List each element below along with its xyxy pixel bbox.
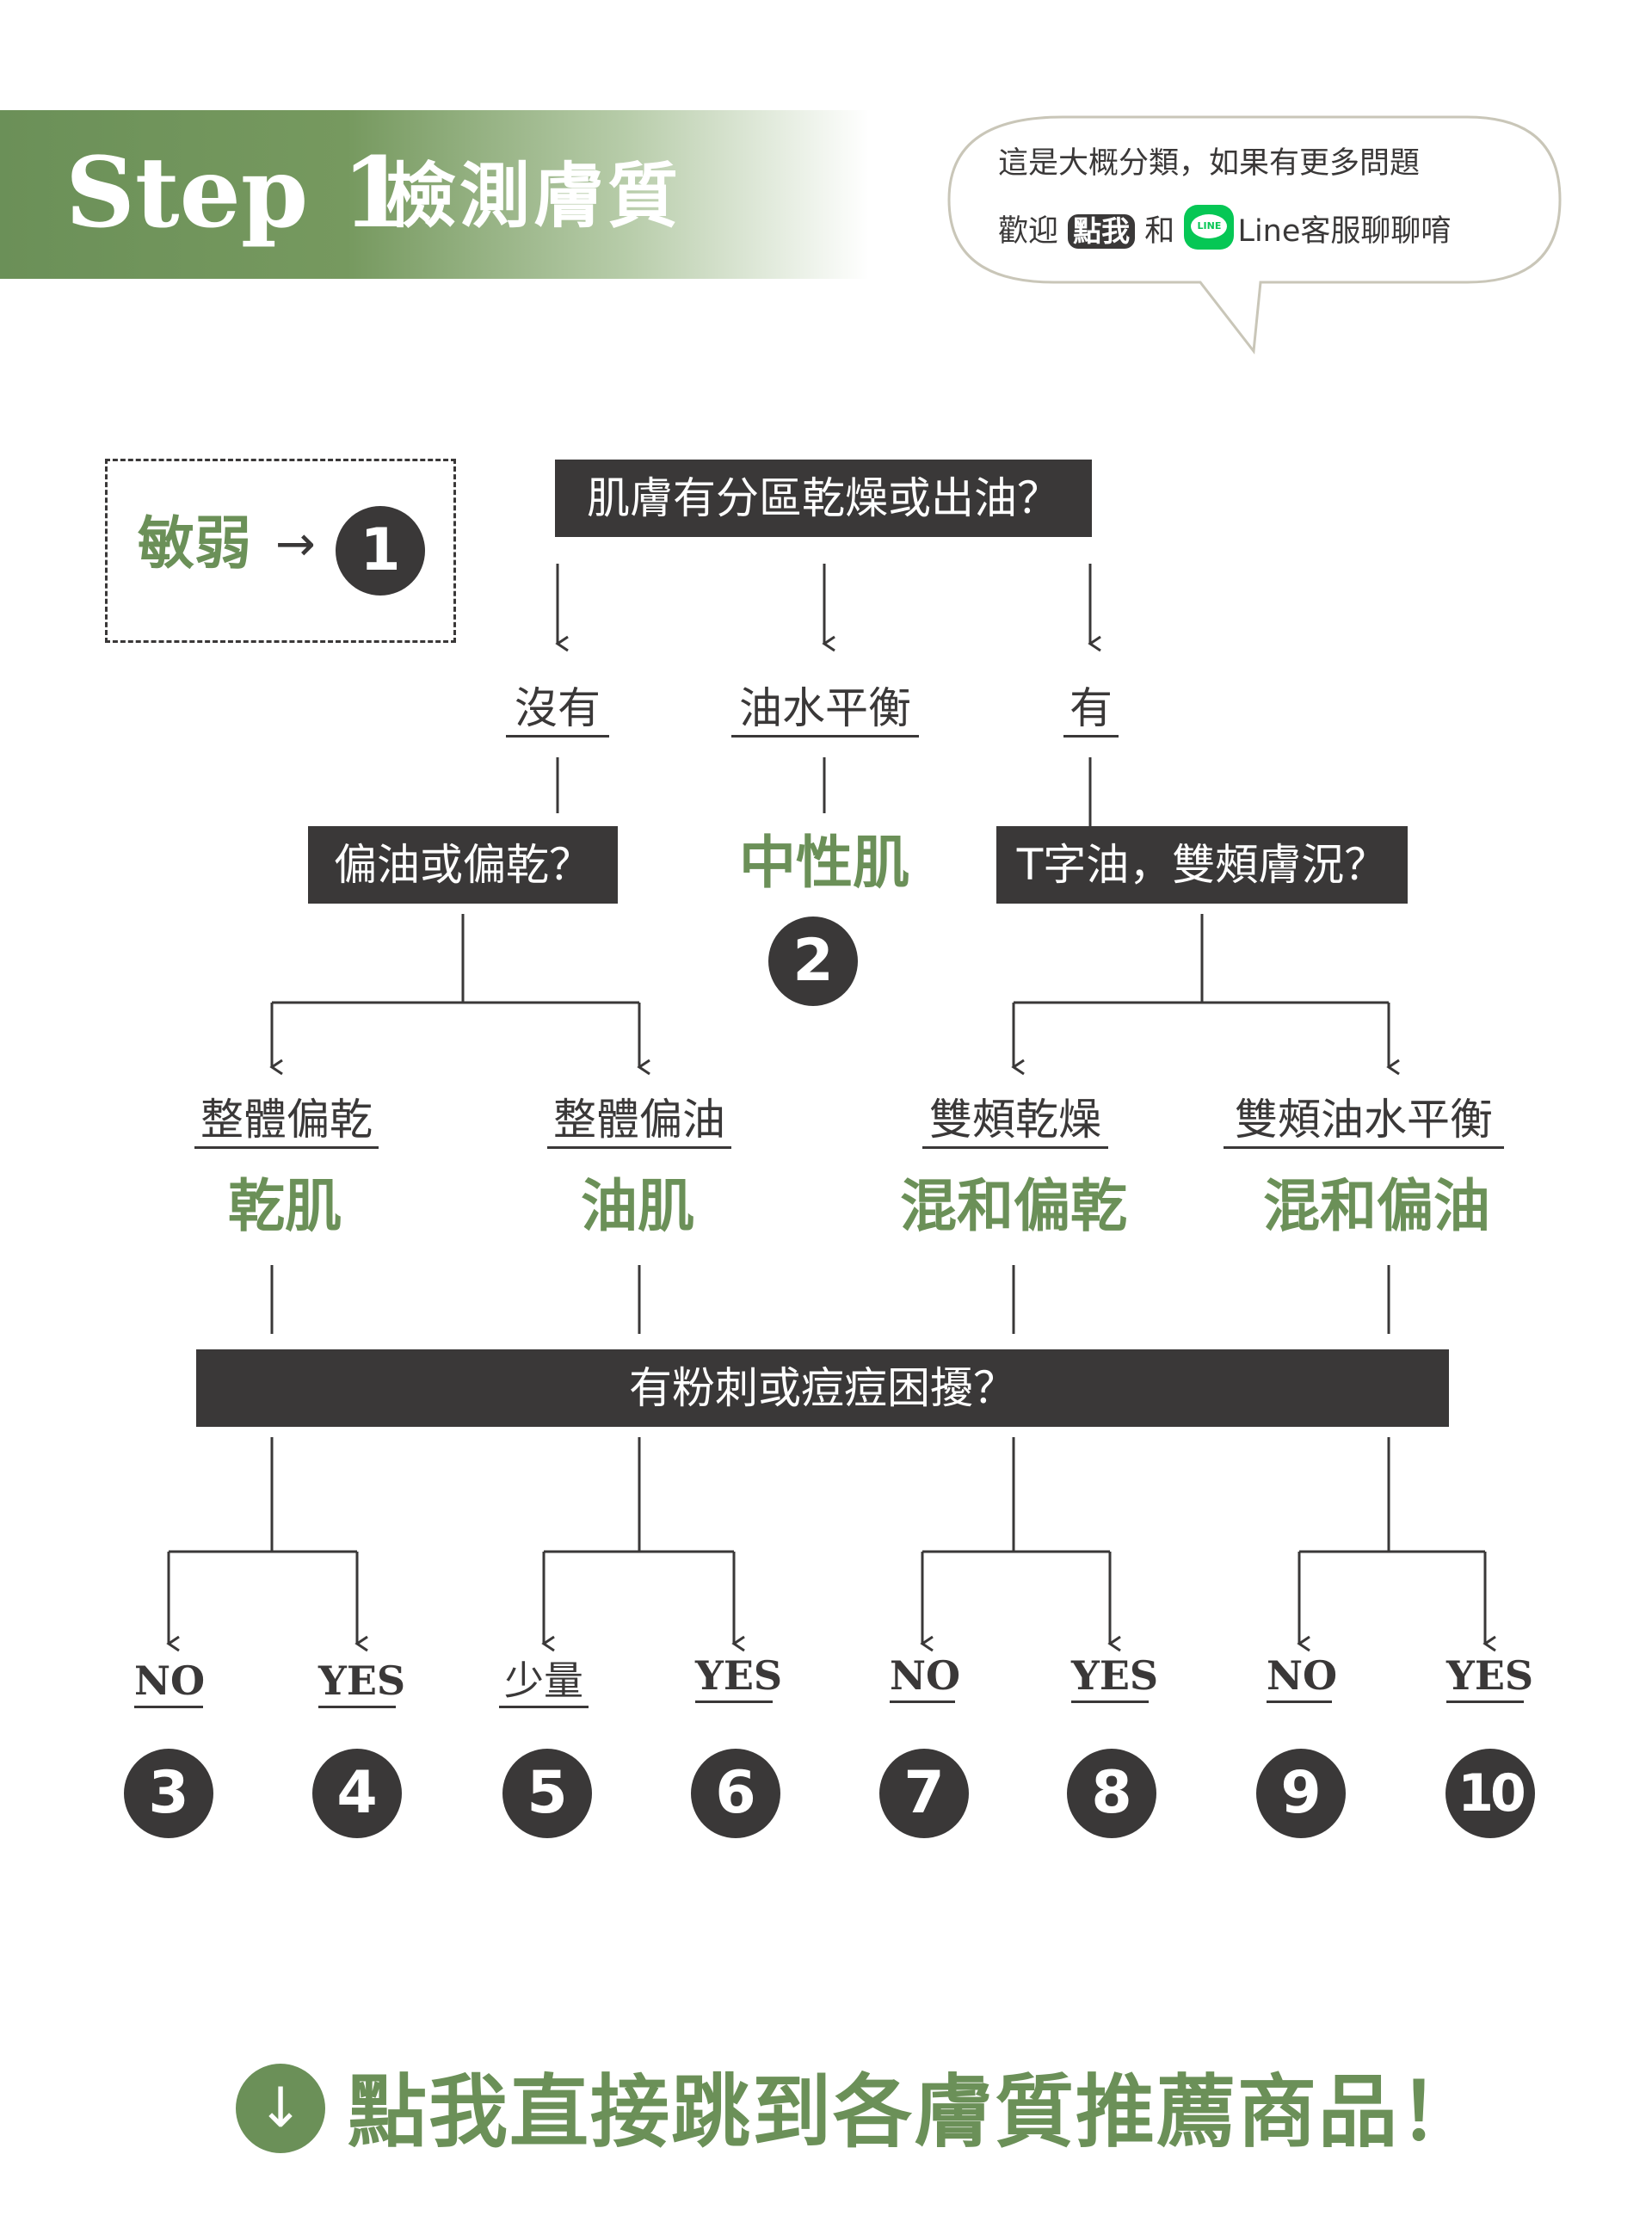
- outcome-answer-4: YES: [318, 1656, 405, 1708]
- skin-type-combo-dry: 混和偏乾: [900, 1173, 1127, 1239]
- condition-cheeks-balanced: 雙頰油水平衡: [1224, 1093, 1504, 1149]
- outcome-answer-10: YES: [1446, 1651, 1533, 1703]
- sensitive-label: 敏弱: [138, 510, 251, 577]
- skin-type-combo-oily: 混和偏油: [1263, 1173, 1490, 1239]
- outcome-answer-9: NO: [1267, 1651, 1337, 1703]
- bubble-welcome: 歡迎: [998, 214, 1059, 249]
- result-badge-8[interactable]: 8: [1067, 1749, 1156, 1838]
- bubble-and: 和: [1144, 214, 1175, 249]
- condition-overall-oily: 整體偏油: [547, 1093, 731, 1149]
- skin-type-dry: 乾肌: [228, 1173, 342, 1239]
- arrow-right-icon: →: [275, 516, 316, 572]
- neutral-skin-label: 中性肌: [739, 830, 909, 896]
- condition-overall-dry: 整體偏乾: [194, 1093, 379, 1149]
- bubble-line-service: Line客服聊聊唷: [1237, 214, 1452, 249]
- answer-no: 沒有: [506, 682, 609, 738]
- bubble-line-2: 歡迎 點我 和 LINE Line客服聊聊唷: [998, 205, 1451, 250]
- question-oily-or-dry: 偏油或偏乾？: [308, 826, 618, 904]
- bubble-line-1: 這是大概分類，如果有更多問題: [998, 146, 1421, 181]
- result-badge-2: 2: [768, 917, 858, 1006]
- result-badge-6[interactable]: 6: [691, 1749, 780, 1838]
- answer-yes: 有: [1063, 682, 1119, 738]
- question-t-zone: T字油，雙頰膚況？: [996, 826, 1408, 904]
- result-badge-7[interactable]: 7: [879, 1749, 969, 1838]
- outcome-answer-5: 少量: [499, 1656, 589, 1708]
- cta-arrow-button[interactable]: ↓: [236, 2064, 325, 2153]
- line-app-icon[interactable]: LINE: [1184, 205, 1235, 250]
- question-zone-oil: 肌膚有分區乾燥或出油？: [555, 460, 1092, 537]
- answer-balanced: 油水平衡: [731, 682, 919, 738]
- outcome-answer-6: YES: [695, 1651, 782, 1703]
- cta-link[interactable]: 點我直接跳到各膚質推薦商品！: [348, 2066, 1481, 2158]
- line-logo-text: LINE: [1191, 214, 1228, 238]
- step-label: Step 1: [65, 137, 410, 250]
- outcome-answer-3: NO: [134, 1656, 205, 1708]
- sensitive-box: [105, 459, 456, 643]
- outcome-answer-7: NO: [890, 1651, 960, 1703]
- condition-cheeks-dry: 雙頰乾燥: [922, 1093, 1108, 1149]
- arrow-down-icon: ↓: [257, 2077, 304, 2140]
- result-badge-9[interactable]: 9: [1256, 1749, 1346, 1838]
- result-badge-10[interactable]: 10: [1446, 1749, 1535, 1838]
- question-acne: 有粉刺或痘痘困擾？: [196, 1349, 1449, 1427]
- result-badge-5[interactable]: 5: [502, 1749, 592, 1838]
- result-badge-1: 1: [336, 506, 425, 596]
- click-me-button[interactable]: 點我: [1068, 214, 1136, 249]
- speech-bubble: [947, 115, 1562, 355]
- result-badge-4[interactable]: 4: [312, 1749, 402, 1838]
- header-banner: [0, 110, 869, 279]
- page-title: 檢測膚質: [385, 155, 682, 238]
- outcome-answer-8: YES: [1071, 1651, 1158, 1703]
- skin-type-oily: 油肌: [581, 1173, 694, 1239]
- result-badge-3[interactable]: 3: [124, 1749, 213, 1838]
